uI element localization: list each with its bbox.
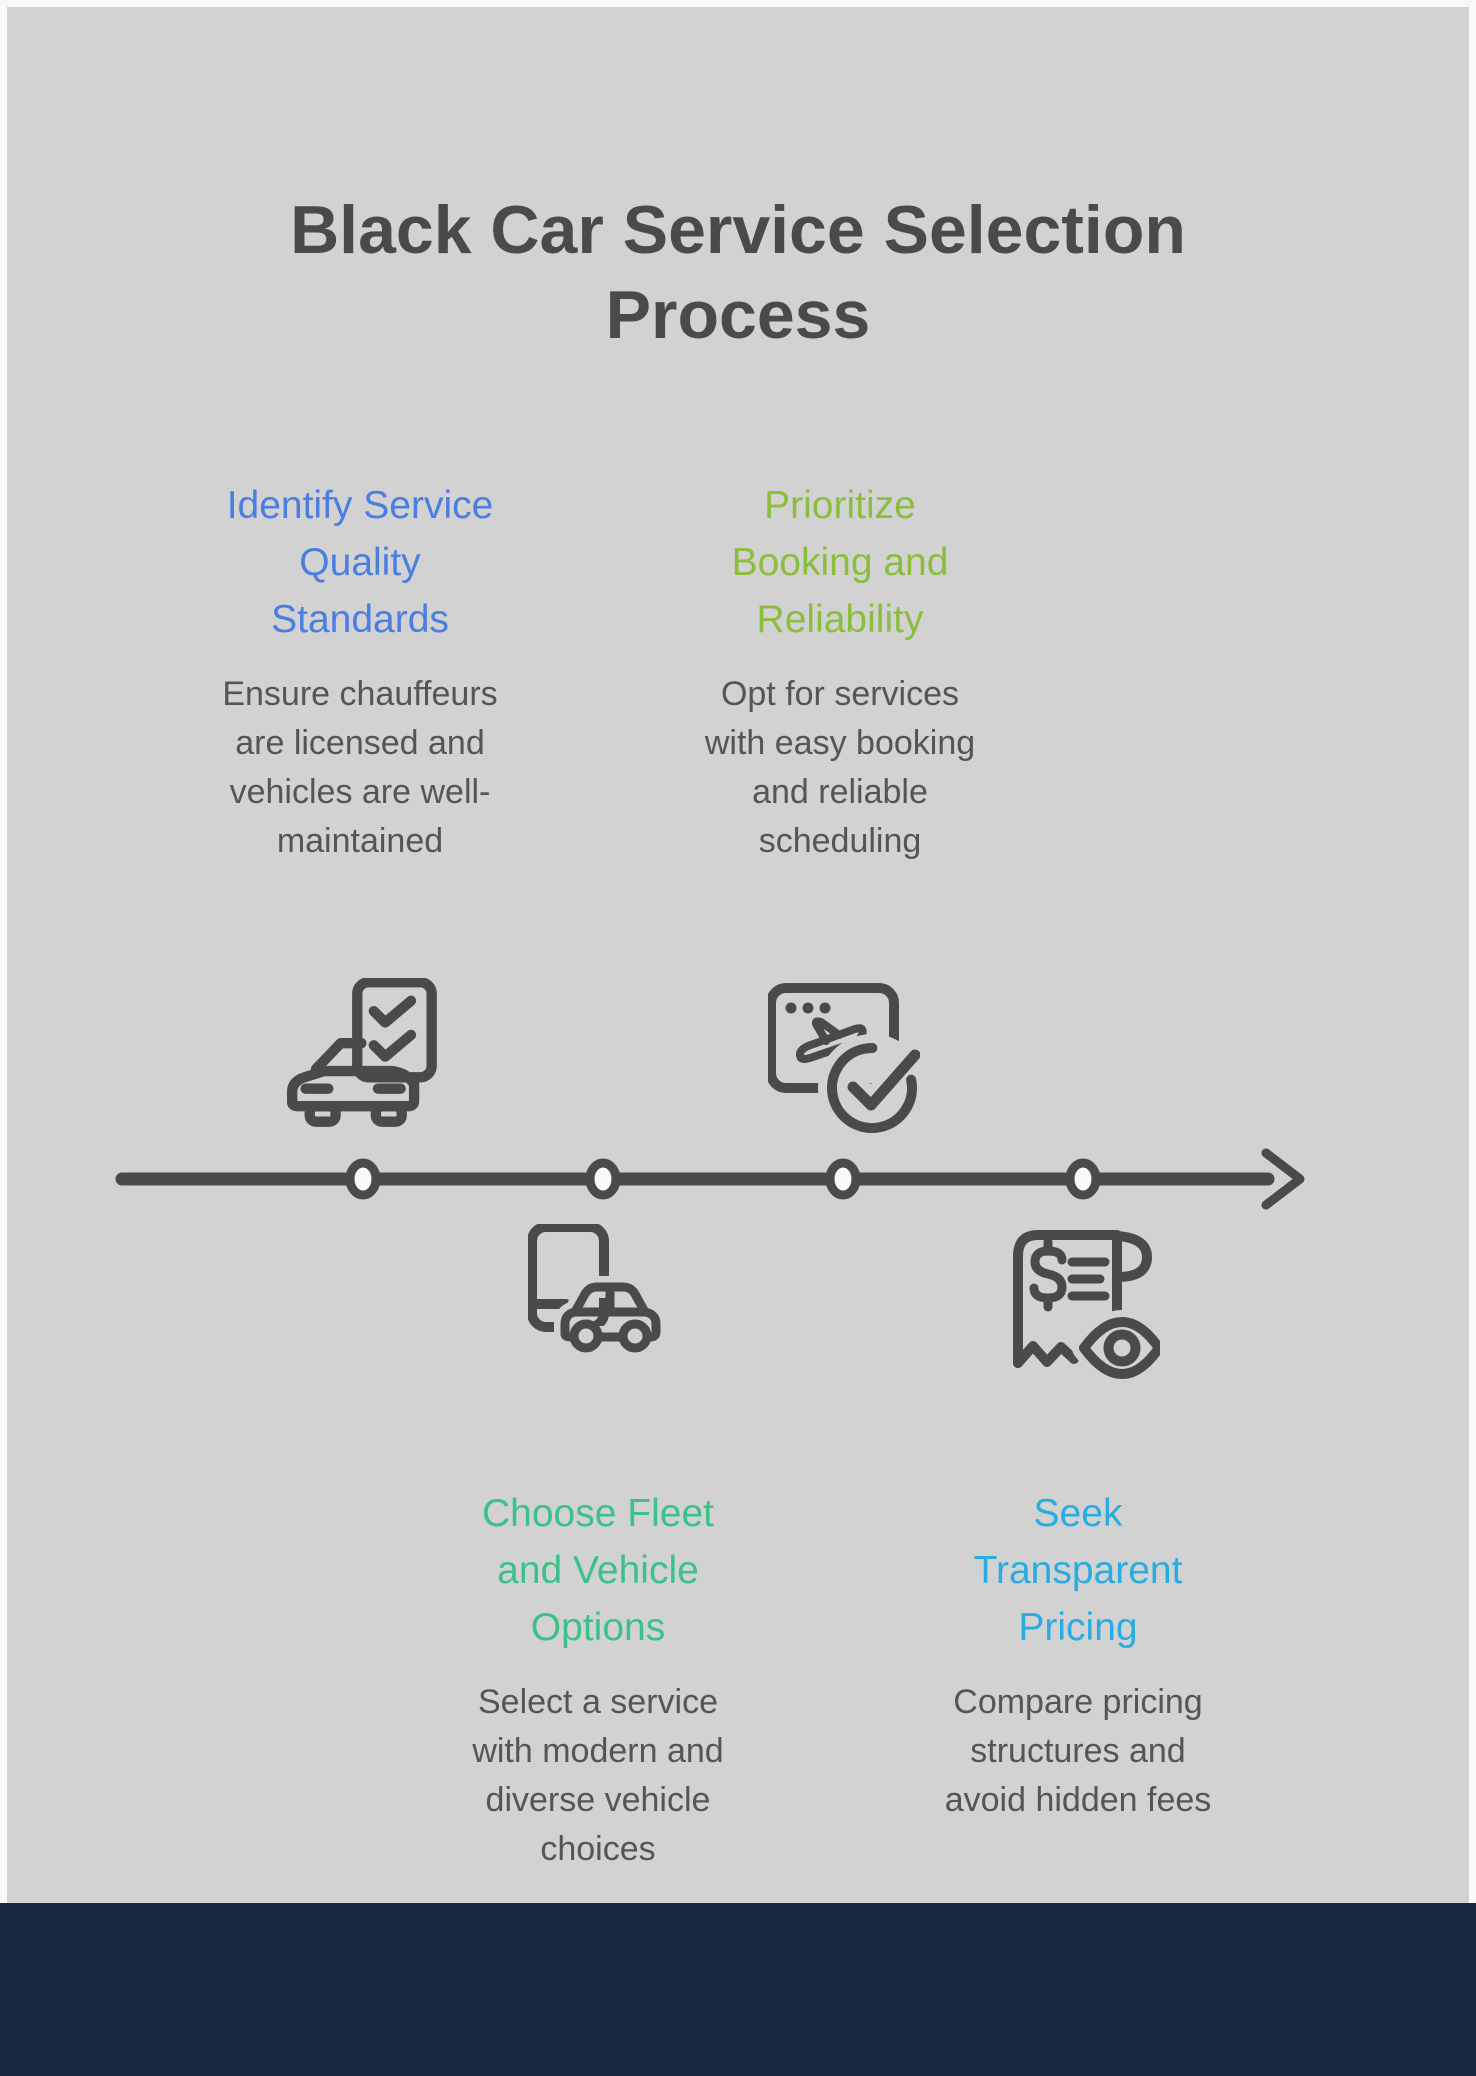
- step-choose-fleet: Choose Fleet and Vehicle Options Select …: [378, 1485, 818, 1874]
- step-heading: Identify Service Quality Standards: [140, 477, 580, 648]
- body-line: Compare pricing: [953, 1683, 1203, 1721]
- receipt-eye-icon: [1013, 1230, 1160, 1381]
- body-line: structures and: [970, 1732, 1186, 1770]
- step-description: Opt for services with easy booking and r…: [620, 670, 1060, 866]
- step-heading: Prioritize Booking and Reliability: [620, 477, 1060, 648]
- step-prioritize-booking: Prioritize Booking and Reliability Opt f…: [620, 477, 1060, 866]
- heading-line: Transparent: [973, 1549, 1183, 1592]
- step-description: Compare pricing structures and avoid hid…: [858, 1678, 1298, 1825]
- timeline-dot: [1065, 1158, 1101, 1200]
- body-line: diverse vehicle: [485, 1781, 711, 1819]
- infographic-canvas: [7, 7, 1469, 1903]
- timeline-dot: [345, 1158, 381, 1200]
- body-line: vehicles are well-: [229, 773, 491, 811]
- page-title: Black Car Service Selection Process: [0, 188, 1476, 358]
- heading-line: and Vehicle: [497, 1549, 699, 1592]
- heading-line: Options: [530, 1606, 666, 1649]
- heading-line: Pricing: [1018, 1606, 1138, 1649]
- page-title-line2: Process: [605, 277, 871, 353]
- heading-line: Prioritize: [764, 484, 916, 527]
- step-transparent-pricing: Seek Transparent Pricing Compare pricing…: [858, 1485, 1298, 1825]
- heading-line: Seek: [1033, 1492, 1123, 1535]
- body-line: scheduling: [758, 822, 922, 860]
- small-car-icon: [560, 1282, 661, 1353]
- body-line: are licensed and: [235, 724, 485, 762]
- heading-line: Identify Service: [226, 484, 494, 527]
- step-description: Ensure chauffeurs are licensed and vehic…: [140, 670, 580, 866]
- body-line: choices: [540, 1830, 656, 1868]
- body-line: and reliable: [752, 773, 928, 811]
- timeline-dot: [585, 1158, 621, 1200]
- footer-bar: [0, 1903, 1476, 2076]
- heading-line: Choose Fleet: [482, 1492, 714, 1535]
- heading-line: Booking and: [731, 541, 949, 584]
- step-identify-service-quality: Identify Service Quality Standards Ensur…: [140, 477, 580, 866]
- body-line: avoid hidden fees: [944, 1781, 1212, 1819]
- check-circle-icon: [827, 1043, 920, 1133]
- arrow-head-icon: [1261, 1148, 1305, 1210]
- online-booking-check-icon: [768, 983, 920, 1134]
- step-description: Select a service with modern and diverse…: [378, 1678, 818, 1874]
- step-heading: Seek Transparent Pricing: [858, 1485, 1298, 1656]
- body-line: with easy booking: [704, 724, 976, 762]
- heading-line: Quality: [299, 541, 421, 584]
- body-line: Opt for services: [720, 675, 960, 713]
- timeline-dot: [825, 1158, 861, 1200]
- body-line: Select a service: [478, 1683, 718, 1721]
- step-heading: Choose Fleet and Vehicle Options: [378, 1485, 818, 1656]
- eye-icon: [1079, 1317, 1160, 1379]
- body-line: with modern and: [472, 1732, 724, 1770]
- body-line: maintained: [276, 822, 444, 860]
- page-title-line1: Black Car Service Selection: [290, 192, 1186, 268]
- car-checklist-icon: [287, 978, 437, 1127]
- process-timeline: [115, 1148, 1305, 1210]
- dollar-icon: [1029, 1237, 1110, 1312]
- heading-line: Standards: [271, 598, 449, 641]
- phone-car-icon: [528, 1224, 667, 1353]
- body-line: Ensure chauffeurs: [222, 675, 498, 713]
- heading-line: Reliability: [756, 598, 924, 641]
